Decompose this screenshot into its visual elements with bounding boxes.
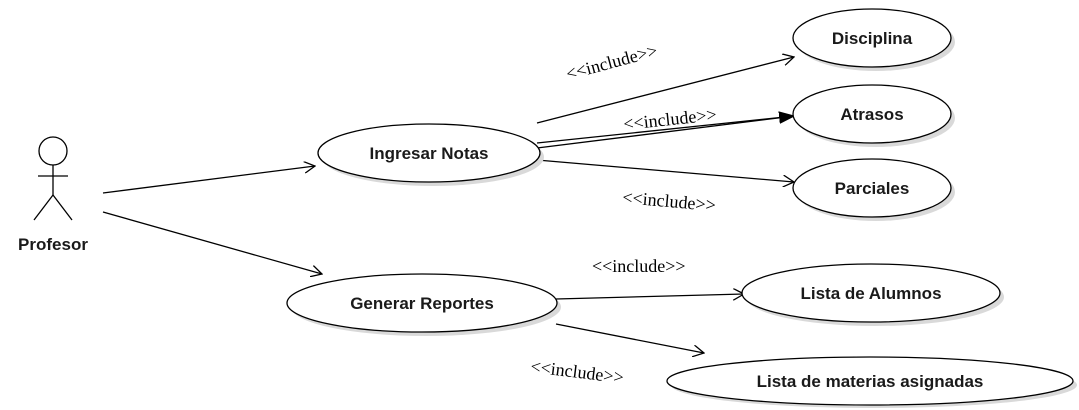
include-label-parciales: <<include>> bbox=[622, 187, 717, 215]
include-parciales bbox=[536, 159, 794, 182]
use-case-label: Parciales bbox=[835, 179, 910, 198]
actor-label: Profesor bbox=[18, 235, 88, 254]
use-case-label: Generar Reportes bbox=[350, 294, 494, 313]
use-case-label: Disciplina bbox=[832, 29, 913, 48]
use-case-parciales[interactable]: Parciales bbox=[792, 158, 955, 221]
use-case-lista-materias[interactable]: Lista de materias asignadas bbox=[666, 356, 1077, 408]
use-case-label: Lista de Alumnos bbox=[800, 284, 941, 303]
use-case-atrasos[interactable]: Atrasos bbox=[792, 84, 955, 147]
include-atrasos-2 bbox=[536, 115, 795, 149]
include-atrasos bbox=[536, 116, 794, 144]
use-case-generar-reportes[interactable]: Generar Reportes bbox=[286, 273, 561, 336]
use-case-label: Lista de materias asignadas bbox=[757, 372, 984, 391]
actor-left-leg bbox=[33, 194, 54, 221]
include-label-lista-alumnos: <<include>> bbox=[592, 256, 686, 276]
use-case-label: Atrasos bbox=[840, 105, 903, 124]
association-ingresar-notas bbox=[102, 166, 315, 194]
include-label-disciplina: <<include>> bbox=[564, 40, 660, 84]
actor-right-leg bbox=[52, 194, 73, 221]
use-case-label: Ingresar Notas bbox=[369, 144, 488, 163]
use-case-lista-alumnos[interactable]: Lista de Alumnos bbox=[741, 263, 1004, 326]
actor-profesor[interactable]: Profesor bbox=[18, 136, 88, 254]
association-generar-reportes bbox=[102, 211, 322, 274]
use-case-disciplina[interactable]: Disciplina bbox=[792, 8, 955, 71]
include-label-lista-materias: <<include>> bbox=[530, 356, 625, 387]
include-disciplina bbox=[536, 57, 794, 124]
include-lista-alumnos bbox=[555, 294, 744, 299]
use-case-ingresar-notas[interactable]: Ingresar Notas bbox=[317, 123, 544, 186]
include-lista-materias bbox=[555, 323, 704, 353]
actor-head bbox=[38, 136, 68, 166]
